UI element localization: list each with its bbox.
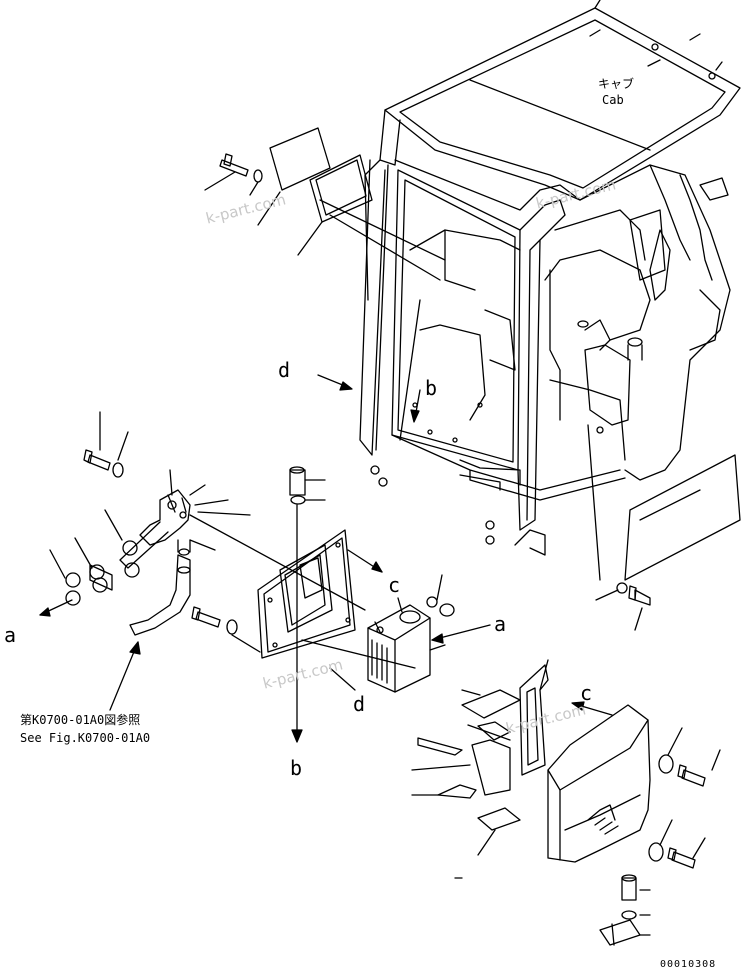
callout-b-bottom: b	[290, 756, 303, 780]
callout-a-left: a	[4, 623, 17, 647]
panel-tank-group	[191, 466, 491, 743]
cab-assembly	[359, 0, 741, 556]
side-plate-group	[587, 177, 741, 631]
callout-b-inner: b	[425, 376, 438, 400]
reference-label-en: See Fig.K0700-01A0	[20, 731, 151, 745]
cab-label-jp: キャブ	[598, 77, 635, 91]
cover-assembly	[411, 659, 721, 946]
cab-arrows	[317, 374, 421, 423]
callout-a-right: a	[494, 612, 507, 636]
callout-d-bottom: d	[353, 692, 366, 716]
reference-label-jp: 第K0700-01A0図参照	[20, 713, 141, 727]
callout-d-left: d	[278, 358, 291, 382]
bracket-hose-group	[39, 411, 366, 711]
cover-plate-group	[204, 127, 446, 281]
callout-c-right: c	[580, 681, 593, 705]
callout-c-mid: c	[388, 573, 401, 597]
drawing-number: 00010308	[660, 959, 717, 970]
cab-label-en: Cab	[602, 93, 624, 107]
